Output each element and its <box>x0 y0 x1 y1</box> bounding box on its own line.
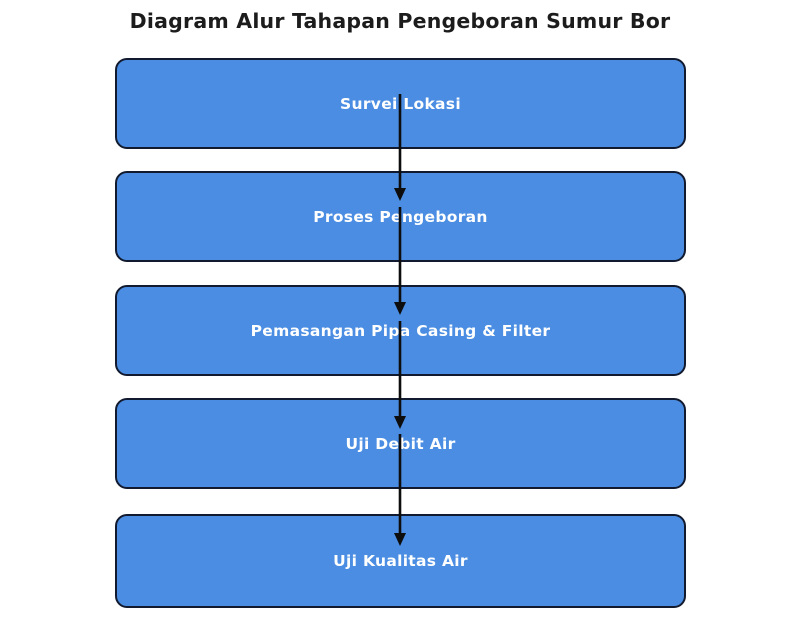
flow-step-5: Uji Kualitas Air <box>115 514 686 608</box>
flow-step-4: Uji Debit Air <box>115 398 686 489</box>
diagram-title: Diagram Alur Tahapan Pengeboran Sumur Bo… <box>129 9 671 33</box>
flow-step-1: Survei Lokasi <box>115 58 686 149</box>
flow-step-1-label: Survei Lokasi <box>340 94 461 113</box>
flow-step-3-label: Pemasangan Pipa Casing & Filter <box>250 321 551 340</box>
flow-step-2: Proses Pengeboran <box>115 171 686 262</box>
flow-step-4-label: Uji Debit Air <box>345 434 456 453</box>
flow-step-5-label: Uji Kualitas Air <box>333 552 468 570</box>
flow-step-2-label: Proses Pengeboran <box>313 207 488 226</box>
flow-step-3: Pemasangan Pipa Casing & Filter <box>115 285 686 376</box>
